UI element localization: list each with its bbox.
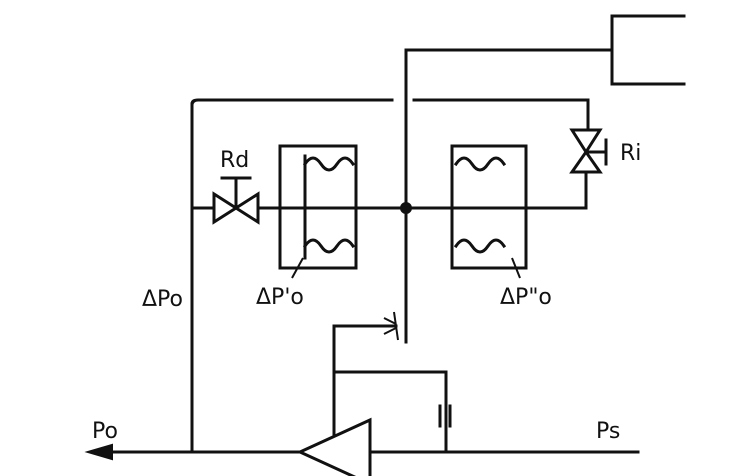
label-ps: Ps — [596, 419, 620, 444]
bellows-dp0-prime — [278, 144, 358, 279]
label-dp0-double-prime: ΔP"o — [500, 285, 552, 310]
output-box — [610, 14, 686, 86]
line-right-to-ri — [526, 170, 588, 210]
label-p0: Po — [92, 419, 118, 444]
label-dp0: ΔPo — [142, 287, 183, 312]
junction-dot — [400, 202, 412, 214]
output-arrow — [84, 443, 113, 461]
ri-valve — [569, 128, 608, 174]
label-dp0-prime: ΔP'o — [256, 285, 304, 310]
label-rd: Rd — [220, 148, 249, 173]
rd-valve — [212, 176, 260, 225]
amplifier-triangle — [296, 417, 372, 476]
label-ri: Ri — [620, 141, 641, 166]
nozzle-flapper — [332, 311, 399, 454]
supply-restriction — [332, 370, 452, 454]
vertical-shaft — [404, 48, 614, 344]
top-feedback-line — [190, 98, 590, 132]
bellows-dp0-double-prime — [450, 144, 528, 279]
